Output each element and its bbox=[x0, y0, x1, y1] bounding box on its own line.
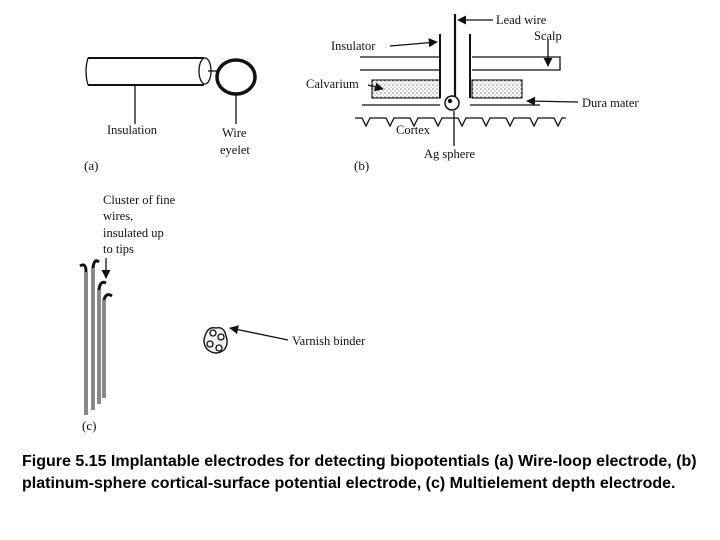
wire-label: Wire bbox=[222, 126, 247, 140]
panel-a-diagram: Insulation Wire eyelet (a) bbox=[84, 57, 257, 173]
insulator-tube bbox=[439, 34, 471, 98]
eyelet-label: eyelet bbox=[220, 143, 250, 157]
insulator-arrow bbox=[389, 38, 438, 48]
cortex-surface bbox=[355, 117, 566, 128]
scalp-layer bbox=[360, 56, 561, 71]
dura-mater-label: Dura mater bbox=[582, 96, 639, 110]
varnish-binder-arrow bbox=[229, 325, 289, 341]
cluster-label-line-2: wires, bbox=[103, 209, 133, 223]
calvarium-arrow bbox=[367, 82, 384, 92]
panel-c-diagram: Cluster of fine wires, insulated up to t… bbox=[79, 193, 366, 433]
cortex-label: Cortex bbox=[396, 123, 431, 137]
ag-sphere-label: Ag sphere bbox=[424, 147, 475, 161]
dura-mater-arrow bbox=[526, 96, 579, 106]
panel-b-label: (b) bbox=[354, 158, 369, 173]
insulation-label: Insulation bbox=[107, 123, 158, 137]
panel-b-diagram: Lead wire Insulator Scalp Calvarium Dura… bbox=[306, 13, 639, 173]
cluster-label-line-3: insulated up bbox=[103, 226, 164, 240]
varnish-binder-label: Varnish binder bbox=[292, 334, 366, 348]
ag-sphere bbox=[444, 95, 460, 111]
calvarium-label: Calvarium bbox=[306, 77, 359, 91]
wire-end-cap bbox=[85, 57, 89, 86]
panel-a-label: (a) bbox=[84, 158, 98, 173]
varnish-binder-cross-section bbox=[203, 326, 228, 354]
cluster-label-line-1: Cluster of fine bbox=[103, 193, 176, 207]
cluster-label-line-4: to tips bbox=[103, 242, 134, 256]
figure-caption: Figure 5.15 Implantable electrodes for d… bbox=[22, 453, 697, 492]
wire-eyelet-loop bbox=[215, 58, 257, 96]
fine-wires-cluster bbox=[79, 259, 113, 415]
panel-c-label: (c) bbox=[82, 418, 96, 433]
scalp-label: Scalp bbox=[534, 29, 562, 43]
calvarium-layer-right bbox=[471, 79, 523, 99]
insulator-label: Insulator bbox=[331, 39, 376, 53]
insulated-wire-shape bbox=[88, 57, 204, 86]
lead-wire-label: Lead wire bbox=[496, 13, 547, 27]
